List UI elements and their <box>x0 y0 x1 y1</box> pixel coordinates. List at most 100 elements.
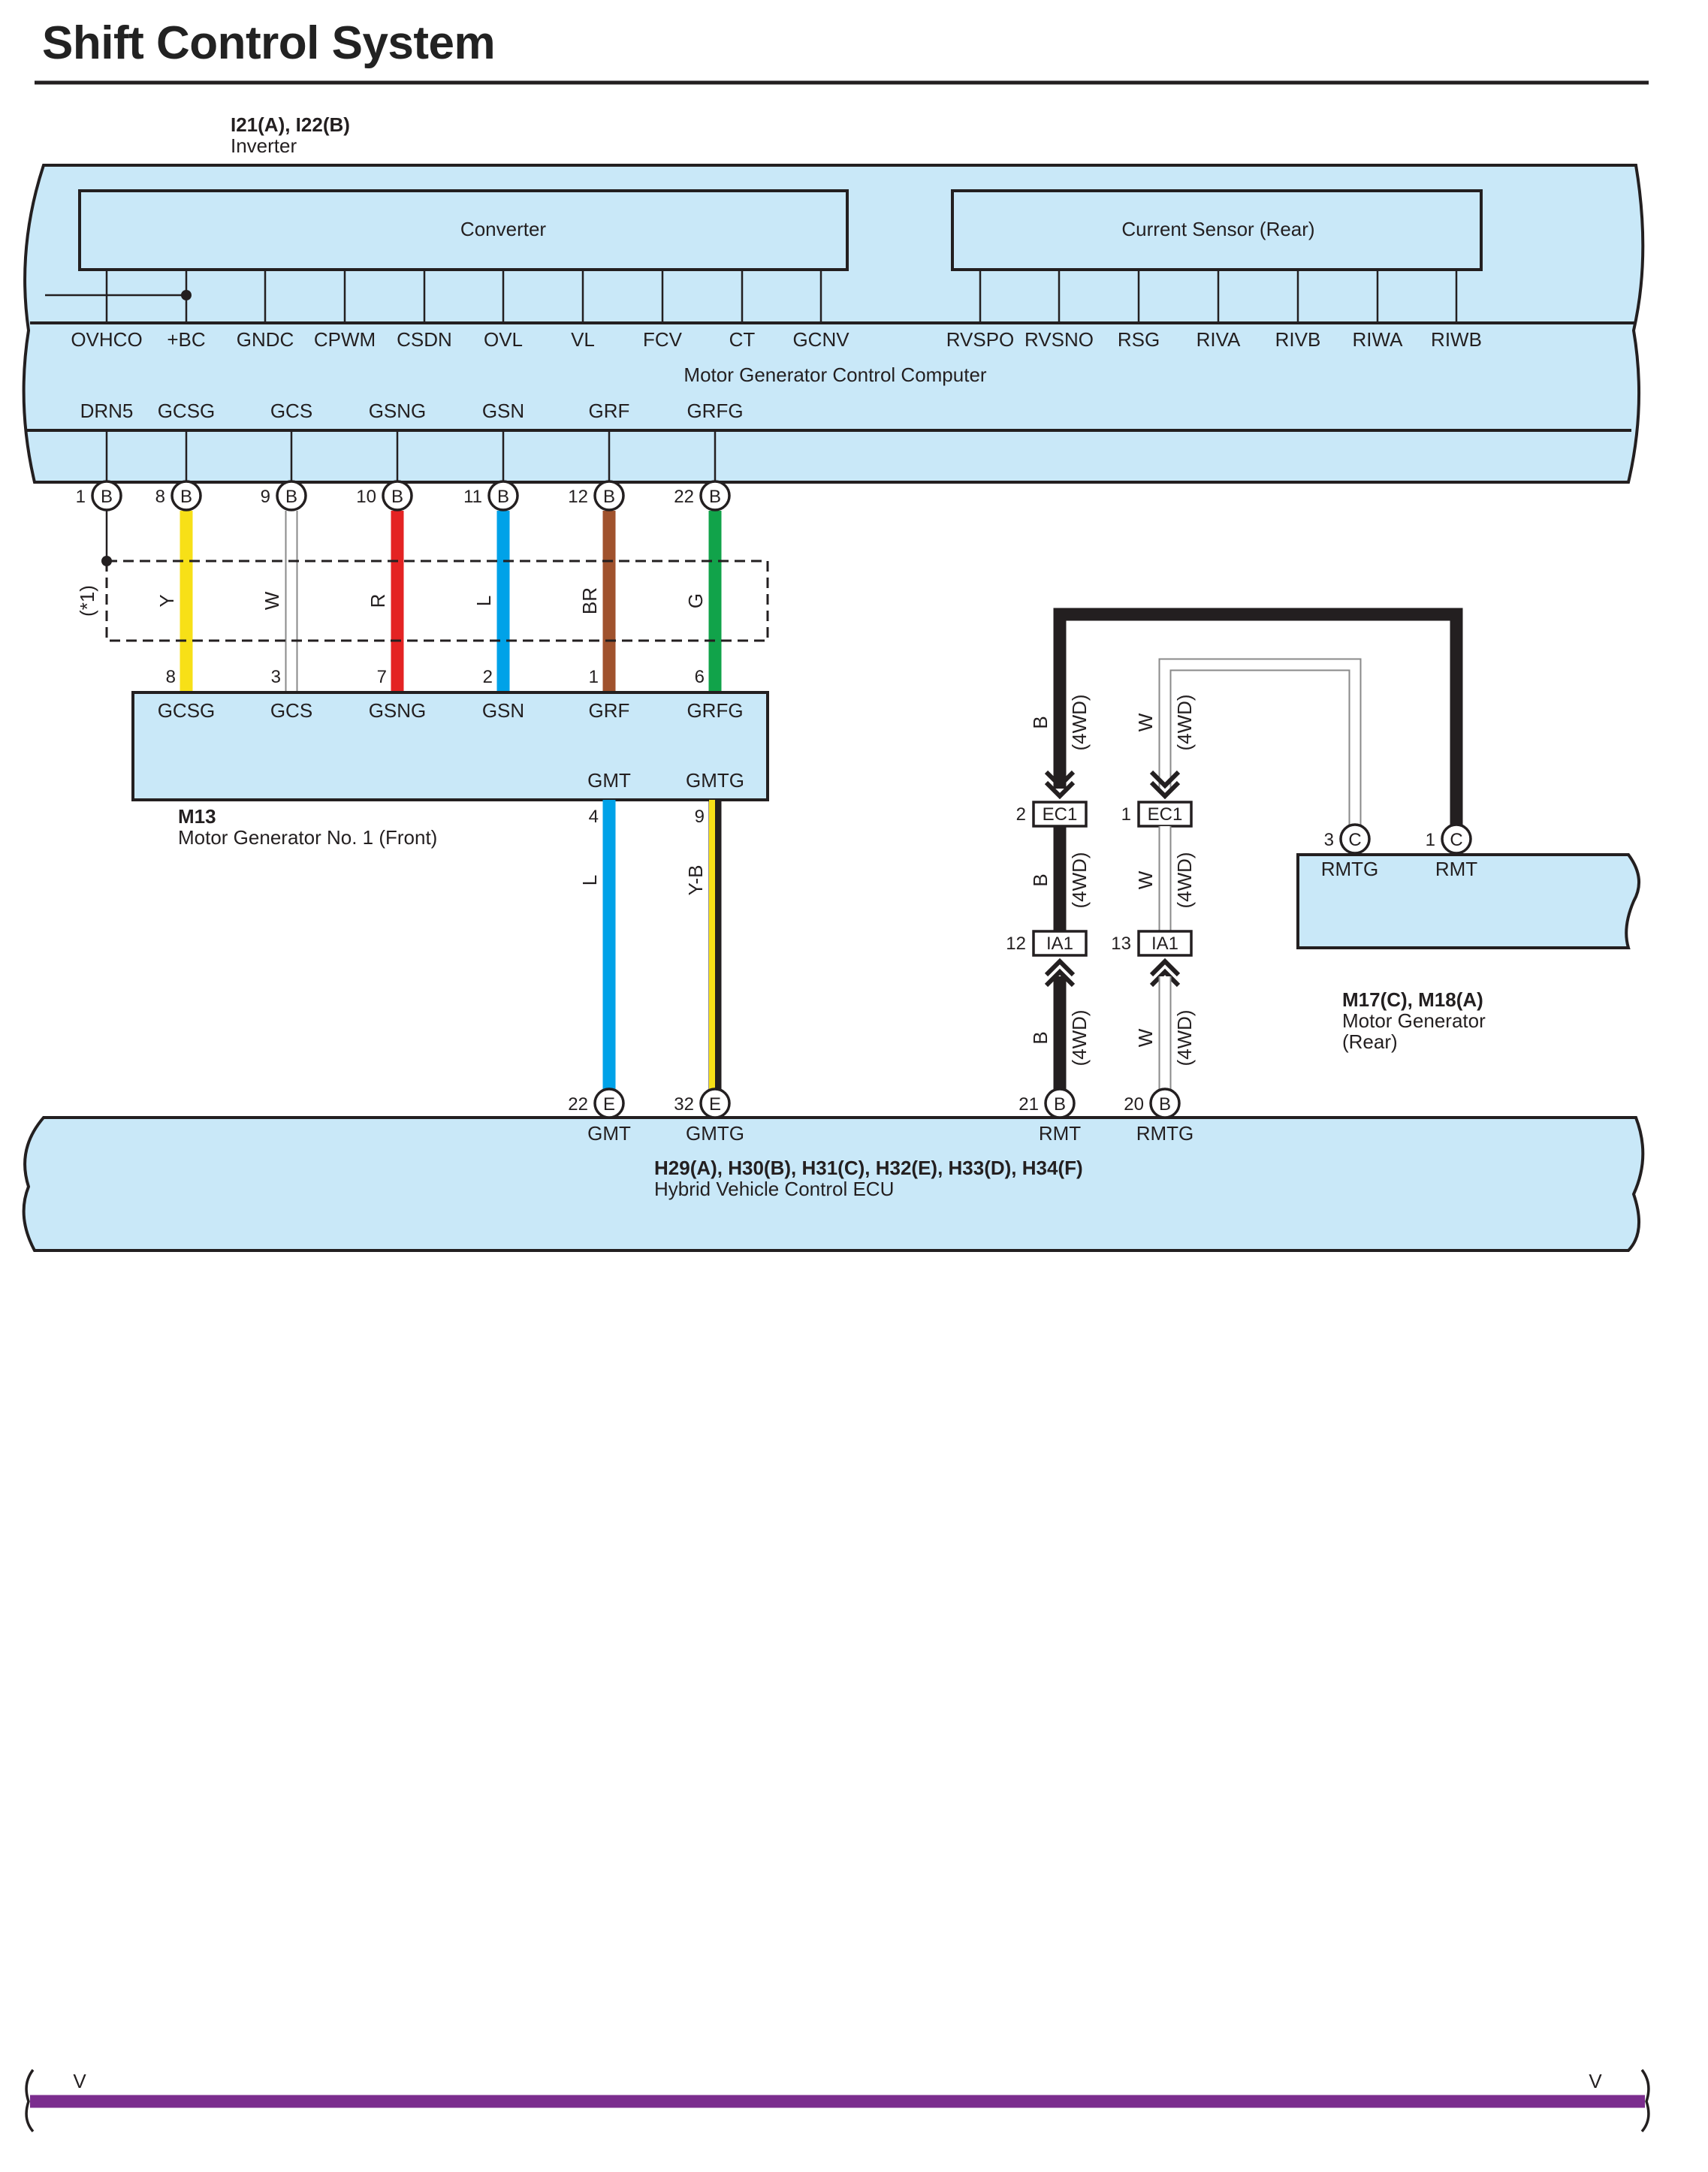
ecu-term-rmt: RMT <box>1039 1122 1081 1145</box>
pin-number: 20 <box>1124 1094 1144 1115</box>
rear-wire-color-b: B <box>1029 873 1052 886</box>
pin-circle <box>593 1088 625 1119</box>
footer-wire-label-right: V <box>1589 2070 1602 2092</box>
hv-ecu-box <box>22 1116 1645 1252</box>
ia1-connector-b <box>1032 930 1088 957</box>
inverter-top-terminals: OVHCO +BC GNDC CPWM CSDN OVL VL FCV CT G… <box>71 328 1482 351</box>
ecu-term-gmtg: GMTG <box>686 1122 744 1145</box>
m13-top-pin: 2 <box>483 667 493 687</box>
m13-name: Motor Generator No. 1 (Front) <box>178 826 437 849</box>
pin-number: 21 <box>1018 1094 1039 1115</box>
pin-conn: E <box>709 1094 721 1115</box>
inverter-ids: I21(A), I22(B) <box>231 113 350 136</box>
pin-number: 10 <box>356 487 376 507</box>
pin-number: 8 <box>155 487 165 507</box>
rear-wire-color-w: W <box>1134 1028 1157 1047</box>
pin-circle <box>382 480 413 511</box>
m13-term-grf: GRF <box>589 699 630 722</box>
ia1-exit-chevrons <box>1044 958 1181 988</box>
pin-number: 1 <box>76 487 86 507</box>
inv-term-riva: RIVA <box>1197 328 1241 351</box>
rear-wire-color-b: B <box>1029 1031 1052 1044</box>
pin-number: 3 <box>1324 830 1334 850</box>
pin-circle <box>1339 823 1371 855</box>
pin-conn: C <box>1348 830 1361 850</box>
pin-circle <box>170 480 202 511</box>
inv-term-gcsg: GCSG <box>158 400 216 422</box>
hv-ecu-ids: H29(A), H30(B), H31(C), H32(E), H33(D), … <box>654 1157 1083 1179</box>
pin-conn: C <box>1450 830 1462 850</box>
m13-top-terminals: GCSG GCS GSNG GSN GRF GRFG <box>158 699 744 722</box>
rear-wire-color-w: W <box>1134 713 1157 732</box>
wire-gmtg-yb <box>708 800 722 1089</box>
wire-label-y: Y <box>155 594 178 607</box>
motor-rear-name: Motor Generator <box>1342 1009 1486 1032</box>
ia1-label-b: IA1 <box>1046 934 1073 954</box>
ec1-pin-b: 2 <box>1016 804 1026 825</box>
pin-conn: B <box>285 487 297 507</box>
inverter-stubs <box>45 270 1458 323</box>
wire-label-gmtg: Y-B <box>684 865 707 896</box>
pin-number: 1 <box>1426 830 1435 850</box>
m13-id: M13 <box>178 805 216 828</box>
pin-number: 22 <box>568 1094 588 1115</box>
pin-number: 12 <box>568 487 588 507</box>
pin-conn: B <box>497 487 509 507</box>
m13-top-pin: 6 <box>695 667 705 687</box>
ia1-label-w: IA1 <box>1151 934 1178 954</box>
wire-label-br: BR <box>578 587 601 614</box>
ia1-pin-w: 13 <box>1111 934 1131 954</box>
rear-wire-color-w: W <box>1134 870 1157 889</box>
ec1-connector-b <box>1032 801 1088 828</box>
inverter-pins: B 1 B 8 B 9 B 10 B 11 B 12 B 22 <box>76 480 731 511</box>
inv-term-ovhco: OVHCO <box>71 328 142 351</box>
pin-conn: B <box>391 487 403 507</box>
m13-term-gsng: GSNG <box>369 699 427 722</box>
pin-number: 9 <box>261 487 270 507</box>
rear-wire-note: (4WD) <box>1068 1009 1091 1066</box>
m13-term-gcs: GCS <box>270 699 312 722</box>
ecu-term-gmt: GMT <box>587 1122 631 1145</box>
inv-term-riwa: RIWA <box>1353 328 1404 351</box>
ia1-connector-w <box>1137 930 1193 957</box>
ia1-pin-b: 12 <box>1006 934 1026 954</box>
rear-wire-note: (4WD) <box>1173 852 1196 908</box>
motor-generator-front-box <box>131 691 769 801</box>
hv-ecu-pins: E 22 E 32 B 21 B 20 <box>568 1088 1181 1119</box>
rear-term-rmtg: RMTG <box>1321 858 1379 880</box>
inv-term-riwb: RIWB <box>1431 328 1482 351</box>
inv-term-csdn: CSDN <box>397 328 452 351</box>
inv-term-rivb: RIVB <box>1275 328 1321 351</box>
m13-top-pin: 8 <box>166 667 176 687</box>
wire-label-l: L <box>472 596 495 606</box>
inv-term-gcs: GCS <box>270 400 312 422</box>
rear-term-rmt: RMT <box>1435 858 1477 880</box>
m13-top-pin: 1 <box>589 667 599 687</box>
inv-term-vl: VL <box>571 328 595 351</box>
inv-term-gsn: GSN <box>482 400 524 422</box>
pin-circle <box>1149 1088 1181 1119</box>
hv-ecu-name: Hybrid Vehicle Control ECU <box>654 1178 894 1200</box>
m13-term-gsn: GSN <box>482 699 524 722</box>
rear-wire-note: (4WD) <box>1173 694 1196 750</box>
pin-conn: B <box>1159 1094 1171 1115</box>
pin-conn: B <box>603 487 615 507</box>
m13-term-gmtg: GMTG <box>686 769 744 792</box>
pin-number: 22 <box>674 487 694 507</box>
inv-term-gcnv: GCNV <box>792 328 849 351</box>
inverter-name: Inverter <box>231 134 297 157</box>
pin-conn: E <box>603 1094 615 1115</box>
wire-label-g: G <box>684 593 707 608</box>
pin-circle <box>1044 1088 1076 1119</box>
m13-term-gcsg: GCSG <box>158 699 216 722</box>
m13-top-pin: 7 <box>377 667 387 687</box>
rear-wire-color-b: B <box>1029 716 1052 729</box>
inv-term-rvspo: RVSPO <box>946 328 1015 351</box>
bc-splice <box>181 290 192 300</box>
mg-control-computer-label: Motor Generator Control Computer <box>684 364 987 386</box>
pin-circle <box>487 480 519 511</box>
footer-brace-left <box>25 2068 35 2133</box>
inverter-bottom-stubs <box>105 430 717 482</box>
inv-term-grf: GRF <box>589 400 630 422</box>
current-sensor-label: Current Sensor (Rear) <box>1121 218 1314 240</box>
